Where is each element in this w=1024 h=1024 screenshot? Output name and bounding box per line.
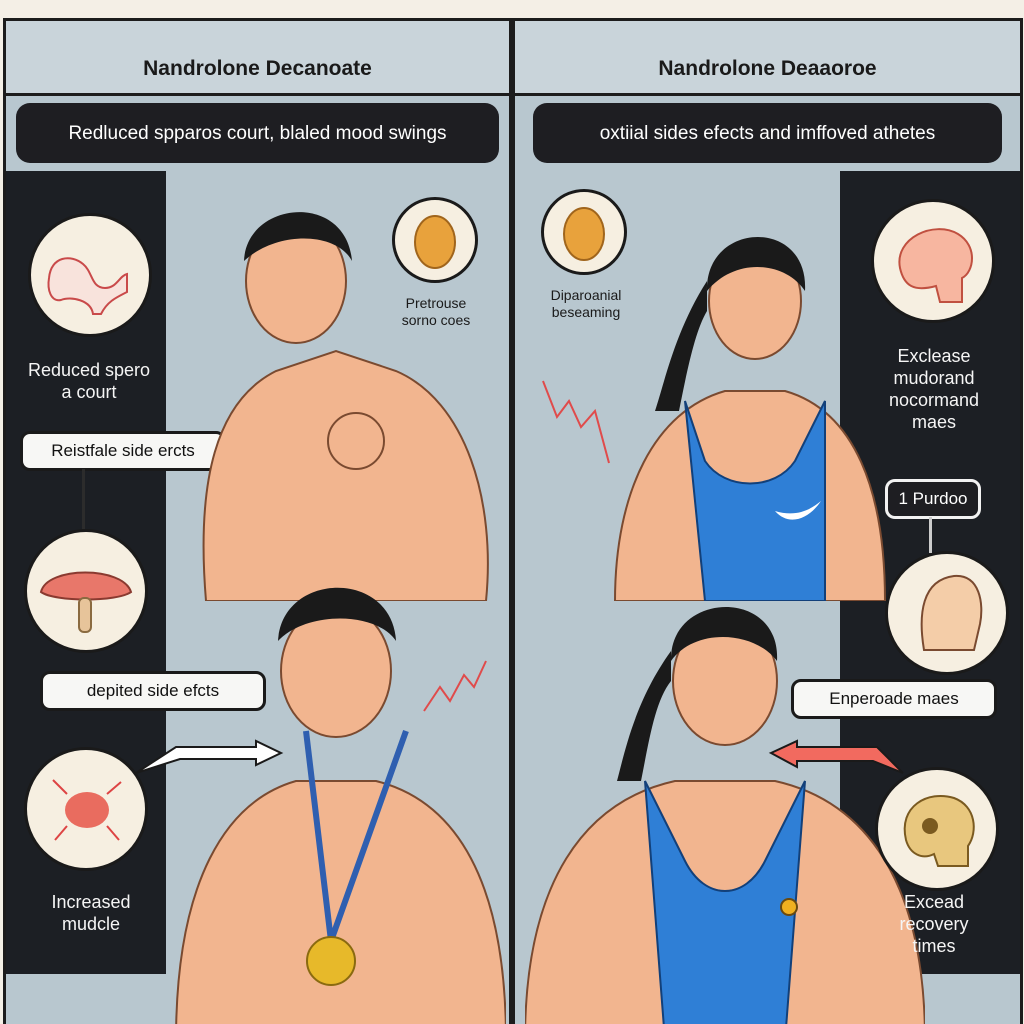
brain-icon	[871, 199, 995, 323]
right-title-bar: Nandrolone Deaaoroe	[515, 21, 1020, 96]
skull-icon	[875, 767, 999, 891]
trend-up-icon	[423, 660, 487, 712]
left-banner: Redluced spparos court, blaled mood swin…	[16, 103, 499, 163]
left-box-depited: depited side efcts	[40, 671, 266, 711]
left-title-bar: Nandrolone Decanoate	[6, 21, 509, 96]
left-bottom-caption: Increased mudcle	[51, 892, 131, 934]
left-box-side-effects: Reistfale side ercts	[20, 431, 226, 471]
left-title: Nandrolone Decanoate	[143, 57, 372, 80]
left-egg-note: Pretrouse sorno coes	[401, 295, 471, 328]
male-athlete-figure	[202, 212, 489, 601]
right-banner-text: oxtiial sides efects and imffoved athete…	[599, 123, 936, 144]
right-title: Nandrolone Deaaoroe	[658, 57, 877, 80]
right-egg-note: Diparoanial beseaming	[550, 287, 622, 320]
female-bodybuilder-figure	[525, 606, 925, 1024]
connector-line	[82, 469, 85, 529]
arrow-icon	[136, 739, 284, 774]
left-top-caption: Reduced spero a court	[27, 360, 151, 402]
left-banner-text: Redluced spparos court, blaled mood swin…	[68, 123, 447, 144]
right-panel: Nandrolone Deaaoroe oxtiial sides efects…	[512, 18, 1023, 1024]
right-top-caption: Exclease mudorand nocormand maes	[888, 346, 980, 432]
female-athlete-figure	[613, 236, 887, 601]
left-panel: Nandrolone Decanoate Redluced spparos co…	[3, 18, 512, 1024]
right-box-small: 1 Purdoo	[885, 479, 981, 519]
right-bottom-caption: Excead recovery times	[899, 892, 969, 956]
connector-line	[929, 517, 932, 553]
egg-icon	[392, 197, 478, 283]
egg-icon	[541, 189, 627, 275]
male-medalist-figure	[175, 587, 506, 1024]
organ-icon	[28, 213, 152, 337]
arrow-icon	[768, 739, 904, 774]
head-icon	[885, 551, 1009, 675]
right-banner: oxtiial sides efects and imffoved athete…	[533, 103, 1002, 163]
trend-down-icon	[542, 380, 610, 464]
swoosh-icon	[775, 501, 821, 520]
mushroom-icon	[24, 529, 148, 653]
gland-icon	[24, 747, 148, 871]
right-box-enperoade: Enperoade maes	[791, 679, 997, 719]
